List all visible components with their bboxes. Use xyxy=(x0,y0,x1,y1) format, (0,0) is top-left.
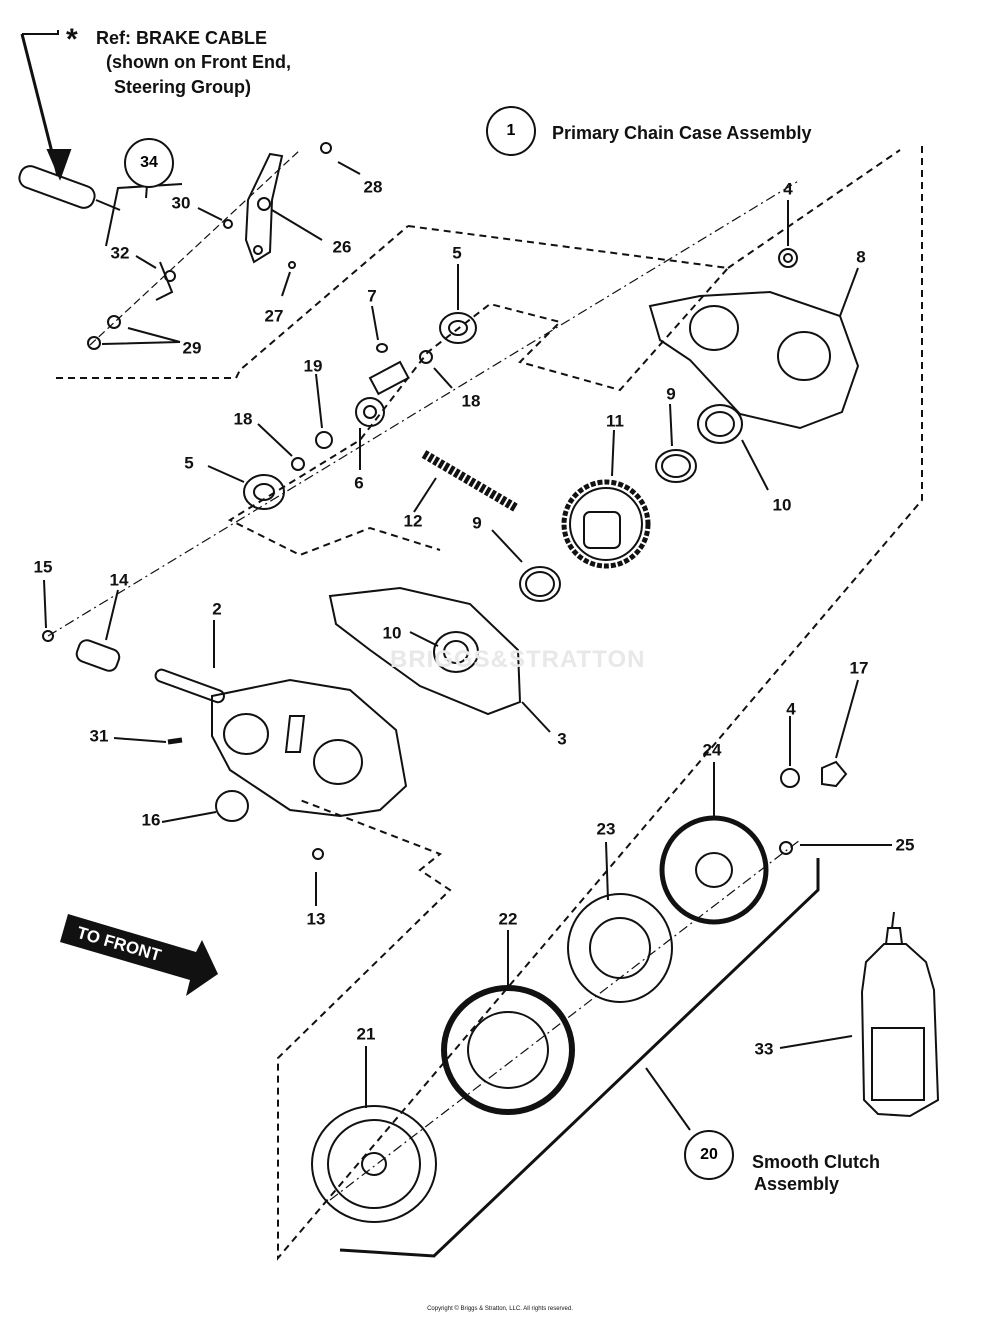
part-label-11: 11 xyxy=(606,411,624,431)
assembly-34-badge: 34 xyxy=(124,138,174,188)
part-label-33: 33 xyxy=(754,1039,774,1059)
part-label-17: 17 xyxy=(849,658,869,678)
brake-group-boundary xyxy=(56,225,409,379)
ref-brake-cable: Ref: BRAKE CABLE xyxy=(96,28,267,48)
part-label-12: 12 xyxy=(403,511,423,531)
part-label-4-upper: 4 xyxy=(783,179,793,199)
clutch-pulley xyxy=(311,1105,437,1223)
clutch-drum xyxy=(441,985,575,1115)
part-label-9-upper: 9 xyxy=(666,384,676,404)
brake-lever xyxy=(244,152,284,264)
part-label-13: 13 xyxy=(306,909,326,929)
part-label-2: 2 xyxy=(212,599,222,619)
watermark-logo: BRIGGS&STRATTON xyxy=(390,646,646,673)
chain-case-cover xyxy=(648,290,860,430)
to-front-arrow xyxy=(60,914,218,996)
grease-bottle xyxy=(860,911,940,1118)
part-label-9-lower: 9 xyxy=(472,513,482,533)
part-label-26: 26 xyxy=(332,237,352,257)
part-label-19: 19 xyxy=(303,356,323,376)
smooth-clutch-label-2: Assembly xyxy=(754,1174,840,1194)
brake-cable xyxy=(18,30,121,211)
primary-case-boundary xyxy=(277,146,923,1261)
clutch-bracket xyxy=(339,858,820,1258)
part-label-23: 23 xyxy=(596,819,616,839)
part-label-14: 14 xyxy=(109,570,129,590)
friction-disc xyxy=(567,893,673,1003)
part-label-18-left: 18 xyxy=(233,409,253,429)
part-label-16: 16 xyxy=(141,810,161,830)
part-label-32: 32 xyxy=(110,243,130,263)
part-label-6: 6 xyxy=(354,473,364,493)
ref-steering-group: Steering Group) xyxy=(114,77,252,97)
roller-chain xyxy=(421,450,519,512)
part-label-22: 22 xyxy=(498,909,518,929)
part-label-21: 21 xyxy=(356,1024,376,1044)
part-label-25: 25 xyxy=(895,835,915,855)
part-label-30: 30 xyxy=(171,193,191,213)
part-label-8: 8 xyxy=(856,247,866,267)
smooth-clutch-label-1: Smooth Clutch xyxy=(752,1152,880,1172)
part-label-29: 29 xyxy=(182,338,202,358)
ref-shown-on: (shown on Front End, xyxy=(106,52,291,72)
jackshaft-sprocket xyxy=(355,360,410,427)
part-label-5-left: 5 xyxy=(184,453,194,473)
large-sprocket xyxy=(561,479,651,569)
sleeve-14 xyxy=(75,639,121,672)
part-label-3: 3 xyxy=(557,729,567,749)
bracket-34 xyxy=(105,183,183,247)
part-label-10-upper: 10 xyxy=(772,495,792,515)
part-label-15: 15 xyxy=(33,557,53,577)
chain-case-half xyxy=(154,668,408,818)
main-axis-line xyxy=(47,179,801,637)
asterisk-mark: * xyxy=(66,23,78,56)
part-label-10-lower: 10 xyxy=(382,623,402,643)
gasket xyxy=(328,586,522,716)
part-label-4-lower: 4 xyxy=(786,699,796,719)
part-label-27: 27 xyxy=(264,306,284,326)
copyright-notice: Copyright © Briggs & Stratton, LLC. All … xyxy=(427,1306,573,1312)
chain-case-inner-boundary xyxy=(227,225,730,557)
bearing-5-top xyxy=(439,312,477,344)
part-label-24: 24 xyxy=(702,740,722,760)
assembly-20-badge: 20 xyxy=(684,1130,734,1180)
part-label-7: 7 xyxy=(367,286,377,306)
part-label-18-right: 18 xyxy=(461,391,481,411)
top-dashed-link xyxy=(727,149,901,269)
part-label-5-top: 5 xyxy=(452,243,462,263)
part-label-31: 31 xyxy=(89,726,109,746)
primary-chain-case-label: Primary Chain Case Assembly xyxy=(552,123,812,143)
assembly-1-badge: 1 xyxy=(486,106,536,156)
part-label-28: 28 xyxy=(363,177,383,197)
